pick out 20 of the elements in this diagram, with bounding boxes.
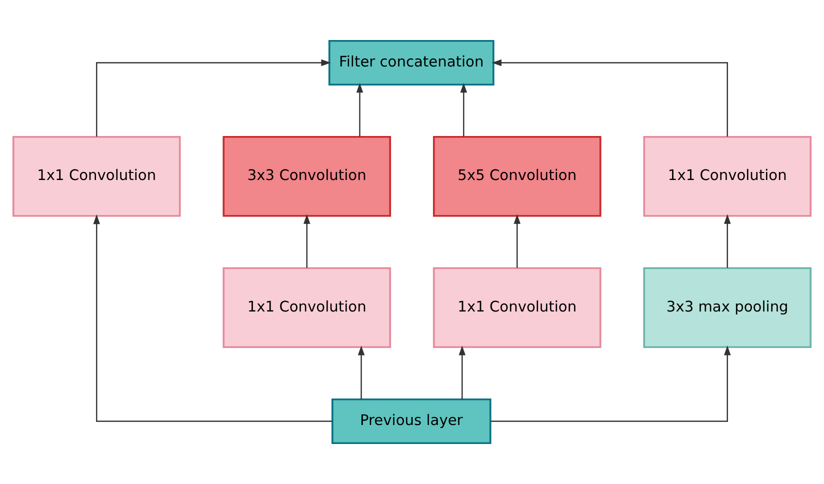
- arrow: [514, 214, 521, 268]
- arrow: [460, 82, 468, 137]
- arrow: [490, 346, 731, 422]
- node-box: 3x3 Convolution: [222, 136, 392, 217]
- arrow: [93, 214, 332, 422]
- arrow: [96, 59, 331, 137]
- node-box: 1x1 Convolution: [432, 267, 602, 348]
- node-box: Previous layer: [331, 398, 492, 444]
- arrow: [724, 214, 731, 268]
- node-box: 1x1 Convolution: [222, 267, 392, 348]
- node-box: 3x3 max pooling: [643, 267, 812, 348]
- arrow: [356, 82, 364, 137]
- arrow: [303, 214, 310, 268]
- node-box: 1x1 Convolution: [12, 136, 181, 217]
- node-box: 5x5 Convolution: [432, 136, 602, 217]
- node-box: Filter concatenation: [328, 40, 494, 86]
- arrow: [458, 346, 466, 400]
- arrow: [358, 346, 365, 400]
- arrow: [492, 59, 728, 137]
- node-box: 1x1 Convolution: [643, 136, 812, 217]
